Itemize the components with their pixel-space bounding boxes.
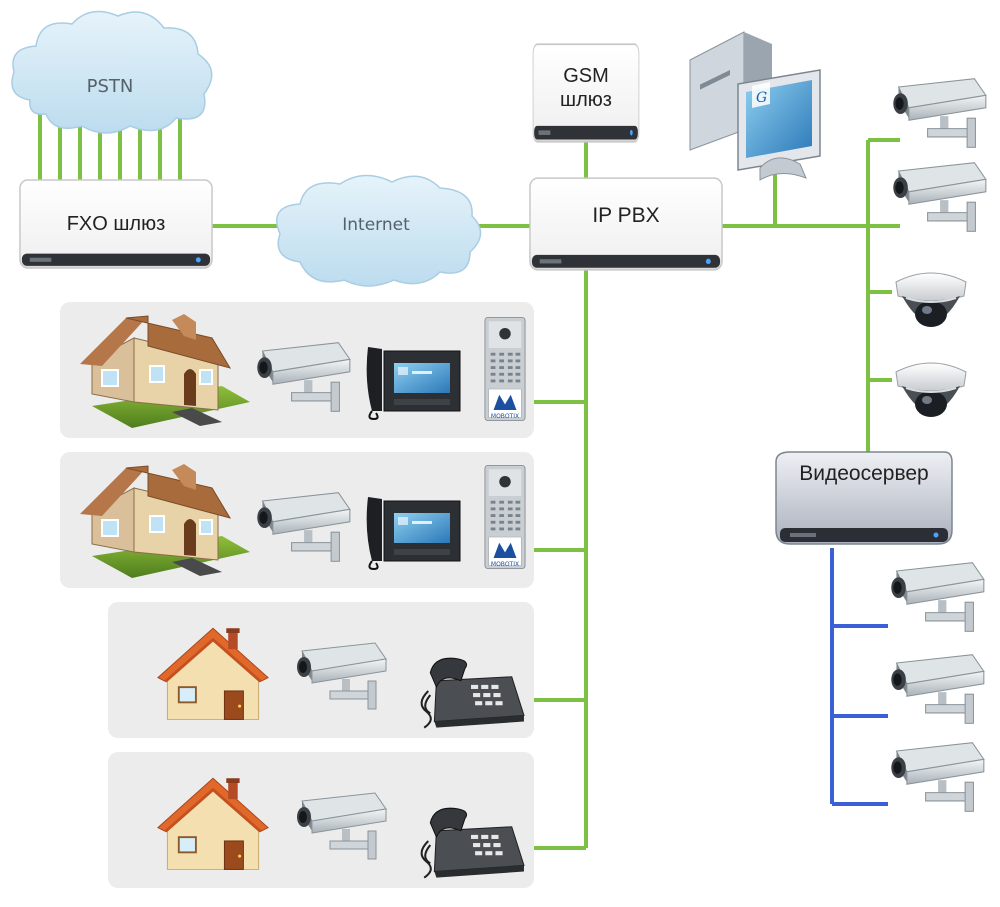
computer-icon: G (689, 31, 821, 181)
fxo-gateway-label: FXO шлюз (67, 213, 166, 235)
video-server-icon: Видеосервер (775, 451, 953, 545)
intercom-icon-2 (484, 464, 526, 570)
ip-phone-icon-1 (365, 345, 462, 421)
gsm-gateway-label-1: GSM (563, 65, 609, 87)
dome-camera-icon-2 (895, 362, 967, 418)
blue-links (830, 548, 888, 806)
pstn-cloud-icon: PSTN (11, 10, 213, 134)
internet-cloud-icon: Internet (276, 174, 482, 287)
gsm-gateway-icon: GSM шлюз (532, 43, 640, 143)
cctv-camera-icon-right-4 (890, 654, 985, 724)
intercom-icon-1 (484, 316, 526, 422)
ip-phone-icon-2 (365, 495, 462, 571)
cctv-camera-icon-right-1 (892, 78, 987, 148)
cctv-camera-icon-right-2 (892, 162, 987, 232)
fxo-gateway-icon: FXO шлюз (19, 179, 213, 269)
ip-pbx-server-icon: IP PBX (529, 177, 723, 271)
dome-camera-icon-1 (895, 272, 967, 328)
svg-text:G: G (756, 90, 767, 106)
cctv-camera-icon-right-3 (890, 562, 985, 632)
cctv-camera-icon-right-5 (890, 742, 985, 812)
pstn-label: PSTN (87, 76, 134, 97)
ip-pbx-label: IP PBX (592, 204, 659, 227)
intercom-brand-1: MOBOTIX (491, 413, 519, 420)
internet-label: Internet (342, 215, 410, 235)
intercom-brand-2: MOBOTIX (491, 561, 519, 568)
gsm-gateway-label-2: шлюз (560, 89, 612, 111)
video-server-label: Видеосервер (799, 462, 929, 485)
